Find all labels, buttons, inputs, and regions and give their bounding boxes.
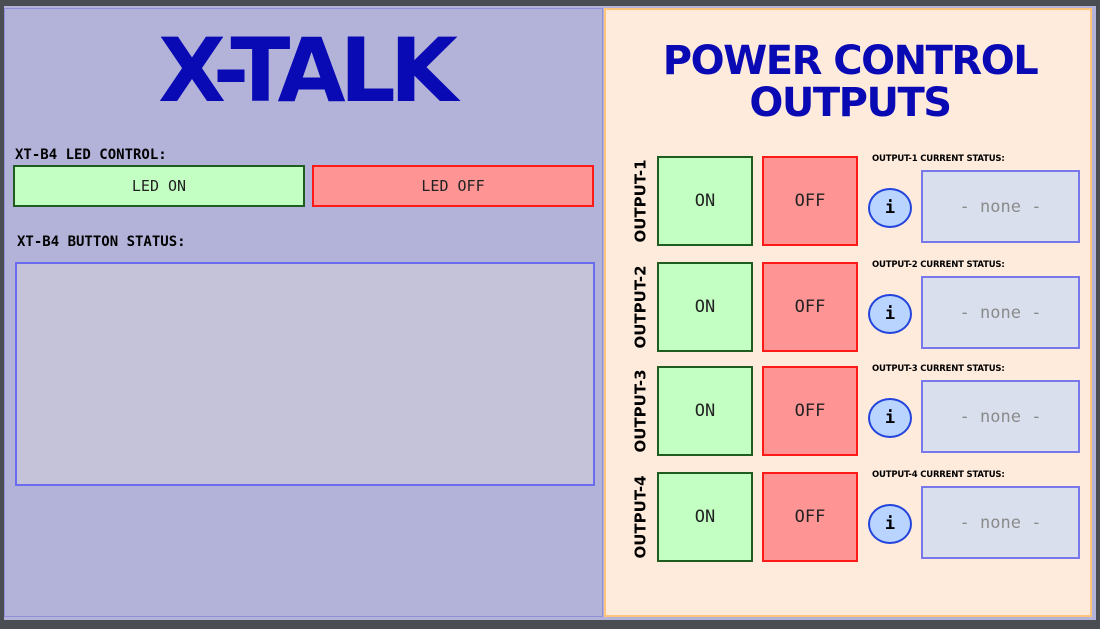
power-control-title: POWER CONTROL OUTPUTS: [606, 40, 1094, 124]
led-off-button[interactable]: LED OFF: [312, 165, 594, 207]
title-line-1: POWER CONTROL: [662, 38, 1039, 84]
output-2-status-display: - none -: [921, 276, 1080, 349]
info-icon[interactable]: i: [868, 188, 912, 228]
button-status-display: [15, 262, 595, 486]
info-icon[interactable]: i: [868, 398, 912, 438]
output-row-4: OUTPUT-4 ON OFF i OUTPUT-4 CURRENT STATU…: [606, 470, 1094, 568]
output-row-2: OUTPUT-2 ON OFF i OUTPUT-2 CURRENT STATU…: [606, 260, 1094, 358]
output-3-off-button[interactable]: OFF: [762, 366, 858, 456]
output-1-on-button[interactable]: ON: [657, 156, 753, 246]
output-2-on-button[interactable]: ON: [657, 262, 753, 352]
output-4-status-display: - none -: [921, 486, 1080, 559]
output-1-off-button[interactable]: OFF: [762, 156, 858, 246]
output-4-off-button[interactable]: OFF: [762, 472, 858, 562]
output-label: OUTPUT-1: [632, 159, 650, 243]
output-row-1: OUTPUT-1 ON OFF i OUTPUT-1 CURRENT STATU…: [606, 154, 1094, 252]
output-label: OUTPUT-3: [632, 369, 650, 453]
output-4-status-label: OUTPUT-4 CURRENT STATUS:: [872, 470, 1005, 480]
output-label: OUTPUT-4: [632, 475, 650, 559]
led-on-button[interactable]: LED ON: [13, 165, 305, 207]
output-1-status-label: OUTPUT-1 CURRENT STATUS:: [872, 154, 1005, 164]
output-row-3: OUTPUT-3 ON OFF i OUTPUT-3 CURRENT STATU…: [606, 364, 1094, 462]
title-line-2: OUTPUTS: [749, 80, 952, 126]
output-3-on-button[interactable]: ON: [657, 366, 753, 456]
led-control-label: XT-B4 LED CONTROL:: [15, 147, 167, 163]
right-panel: POWER CONTROL OUTPUTS OUTPUT-1 ON OFF i …: [604, 8, 1092, 617]
output-2-off-button[interactable]: OFF: [762, 262, 858, 352]
output-3-status-display: - none -: [921, 380, 1080, 453]
output-label: OUTPUT-2: [632, 265, 650, 349]
info-icon[interactable]: i: [868, 294, 912, 334]
info-icon[interactable]: i: [868, 504, 912, 544]
output-2-status-label: OUTPUT-2 CURRENT STATUS:: [872, 260, 1005, 270]
left-panel: X-TALK XT-B4 LED CONTROL: LED ON LED OFF…: [4, 8, 603, 617]
output-4-on-button[interactable]: ON: [657, 472, 753, 562]
button-status-label: XT-B4 BUTTON STATUS:: [17, 234, 186, 250]
output-3-status-label: OUTPUT-3 CURRENT STATUS:: [872, 364, 1005, 374]
brand-title: X-TALK: [158, 19, 458, 122]
output-1-status-display: - none -: [921, 170, 1080, 243]
